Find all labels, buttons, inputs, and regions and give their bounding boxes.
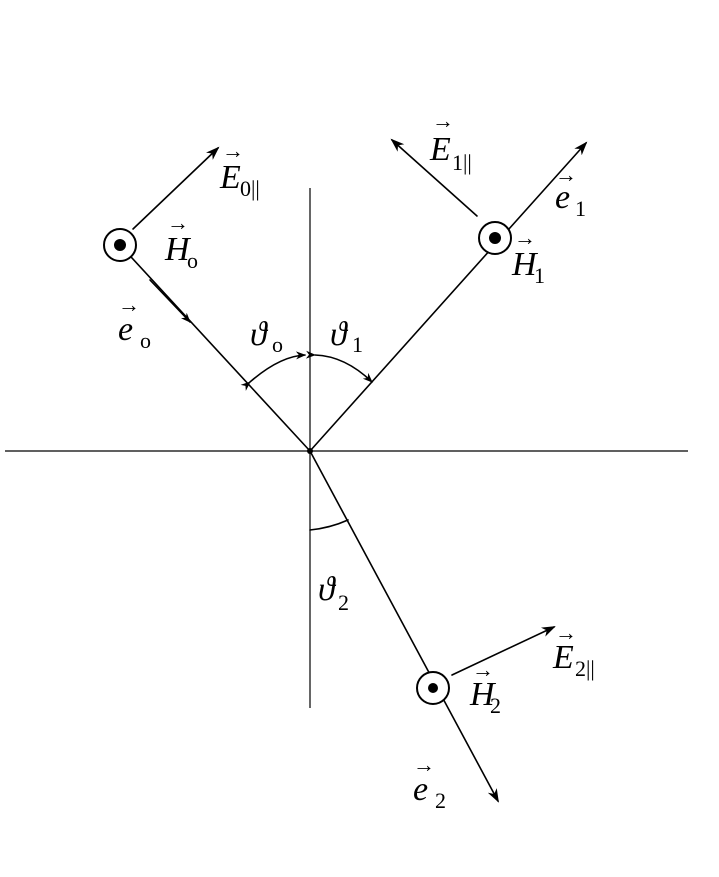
H2-label: H 2 → bbox=[469, 657, 501, 718]
theta0-arc bbox=[240, 351, 306, 391]
svg-text:H: H bbox=[469, 676, 497, 713]
svg-text:→: → bbox=[118, 292, 140, 317]
svg-text:2||: 2|| bbox=[575, 656, 595, 681]
svg-text:1||: 1|| bbox=[452, 150, 472, 175]
svg-text:0||: 0|| bbox=[240, 176, 260, 201]
svg-text:1: 1 bbox=[575, 196, 586, 221]
svg-text:ϑ: ϑ bbox=[330, 316, 349, 353]
svg-text:e: e bbox=[118, 311, 133, 348]
svg-text:E: E bbox=[429, 131, 451, 168]
svg-text:→: → bbox=[413, 752, 435, 777]
theta0-label: ϑ o bbox=[250, 316, 283, 357]
reflected-ray bbox=[309, 141, 588, 452]
E2-label: E 2|| → bbox=[552, 620, 595, 681]
svg-text:o: o bbox=[140, 328, 151, 353]
svg-text:ϑ: ϑ bbox=[318, 571, 337, 608]
theta2-arc bbox=[309, 519, 349, 531]
e2-label: e 2 → bbox=[413, 752, 446, 813]
svg-text:H: H bbox=[511, 246, 539, 283]
E2-vector bbox=[451, 626, 556, 676]
e0-label: e o → bbox=[118, 292, 151, 353]
theta2-label: ϑ 2 bbox=[318, 571, 349, 615]
svg-text:E: E bbox=[552, 639, 574, 676]
svg-text:H: H bbox=[164, 231, 192, 268]
refracted-ray bbox=[309, 450, 499, 803]
E0-vector bbox=[132, 146, 220, 230]
svg-text:→: → bbox=[167, 210, 189, 235]
H1-circle-dot-icon bbox=[478, 221, 512, 255]
svg-text:o: o bbox=[272, 332, 283, 357]
H2-circle-dot-icon bbox=[416, 671, 450, 705]
e1-label: e 1 → bbox=[555, 162, 586, 221]
svg-text:→: → bbox=[222, 138, 244, 163]
svg-text:1: 1 bbox=[534, 263, 545, 288]
svg-text:→: → bbox=[555, 620, 577, 645]
E1-vector bbox=[390, 138, 478, 217]
svg-text:o: o bbox=[187, 248, 198, 273]
svg-text:→: → bbox=[514, 225, 536, 250]
svg-text:1: 1 bbox=[352, 332, 363, 357]
theta1-arc bbox=[305, 350, 373, 383]
svg-text:e: e bbox=[413, 771, 428, 808]
svg-text:→: → bbox=[432, 108, 454, 133]
svg-text:2: 2 bbox=[435, 788, 446, 813]
svg-text:→: → bbox=[555, 162, 577, 187]
svg-text:e: e bbox=[555, 179, 570, 216]
E0-label: E 0|| → bbox=[219, 138, 260, 201]
H0-circle-dot-icon bbox=[103, 228, 137, 262]
svg-text:2: 2 bbox=[338, 590, 349, 615]
incident-ray bbox=[119, 244, 311, 452]
svg-text:E: E bbox=[219, 159, 241, 196]
svg-text:→: → bbox=[472, 657, 494, 682]
svg-text:2: 2 bbox=[490, 693, 501, 718]
H1-label: H 1 → bbox=[511, 225, 545, 288]
H0-label: H o → bbox=[164, 210, 198, 273]
origin-point bbox=[307, 448, 313, 454]
theta1-label: ϑ 1 bbox=[330, 316, 363, 357]
incident-ray-arrow bbox=[149, 279, 191, 323]
svg-text:ϑ: ϑ bbox=[250, 316, 269, 353]
E1-label: E 1|| → bbox=[429, 108, 472, 175]
